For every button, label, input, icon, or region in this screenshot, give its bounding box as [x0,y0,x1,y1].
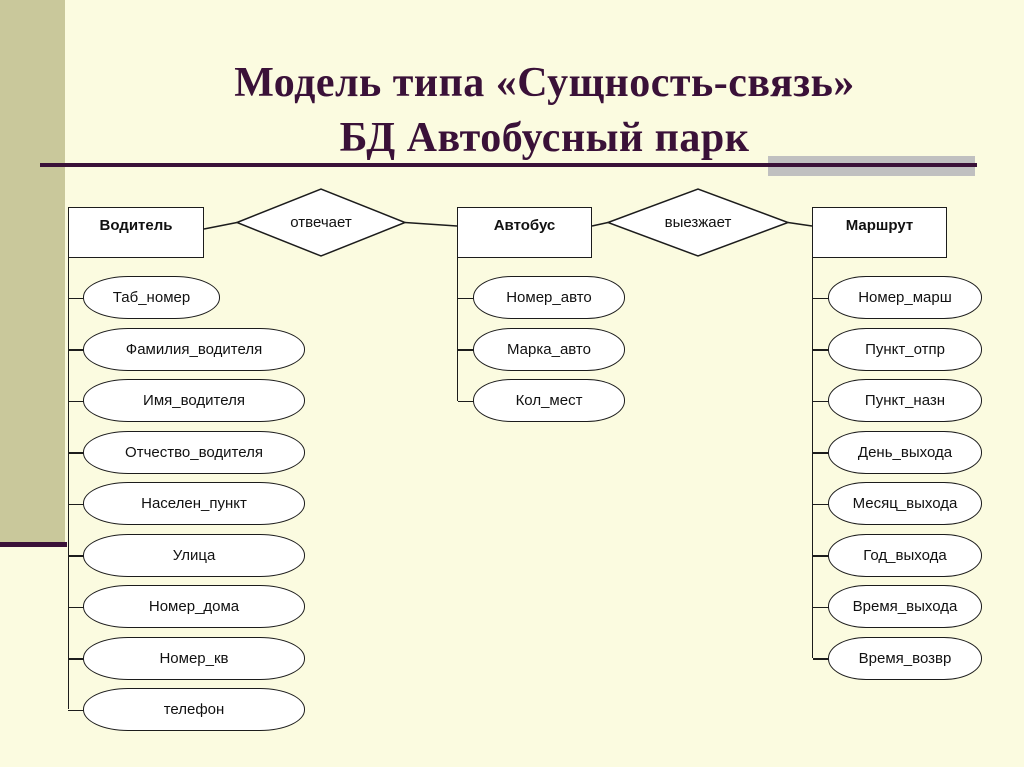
connector-line [404,221,458,227]
attribute-oval: Марка_авто [458,327,625,371]
attribute-oval: Кол_мест [458,379,625,422]
entity-label: Водитель [99,217,173,234]
entity-label: Автобус [493,217,556,234]
attribute-oval: Пункт_отпр [813,327,982,371]
attribute-oval: Улица [68,533,305,577]
attribute-oval: Населен_пункт [68,482,305,525]
entity-driver: Водитель [68,207,204,258]
slide-title-line2: БД Автобусный парк [339,115,750,162]
connector-line [203,221,238,230]
relationship-label: выезжает [664,214,732,231]
connector-line [787,221,813,227]
bus-attribute-column: Номер_авто Марка_авто Кол_мест [458,276,625,422]
attribute-oval: Имя_водителя [68,379,305,422]
left-accent-bar [0,0,65,545]
attribute-oval: Номер_дома [68,585,305,628]
title-underline [40,163,977,167]
attribute-oval: Год_выхода [813,533,982,577]
entity-bus: Автобус [457,207,592,258]
slide-title: Модель типа «Сущность-связь» БД Автобусн… [65,56,1024,166]
attribute-spine-bus [456,257,458,401]
entity-route: Маршрут [812,207,947,258]
relationship-label: отвечает [290,214,352,231]
driver-attribute-column: Таб_номер Фамилия_водителя Имя_водителя … [68,276,305,731]
attribute-oval: Пункт_назн [813,379,982,422]
relationship-diamond [605,188,791,257]
attribute-oval: Номер_марш [813,276,982,319]
attribute-oval: Таб_номер [68,276,220,319]
attribute-oval: Месяц_выхода [813,482,982,525]
attribute-oval: День_выхода [813,430,982,474]
attribute-oval: Время_выхода [813,585,982,628]
attribute-oval: Номер_авто [458,276,625,319]
attribute-oval: Время_возвр [813,636,982,680]
attribute-spine-driver [67,257,69,709]
attribute-oval: Фамилия_водителя [68,327,305,371]
relationship-diamond [234,188,408,257]
left-accent-bar-underline [0,542,67,547]
attribute-spine-route [811,257,813,658]
entity-label: Маршрут [845,217,914,234]
connector-line [591,221,609,227]
attribute-oval: Отчество_водителя [68,430,305,474]
slide-title-line1: Модель типа «Сущность-связь» [234,60,855,107]
attribute-oval: телефон [68,688,305,731]
route-attribute-column: Номер_марш Пункт_отпр Пункт_назн День_вы… [813,276,982,680]
attribute-oval: Номер_кв [68,636,305,680]
